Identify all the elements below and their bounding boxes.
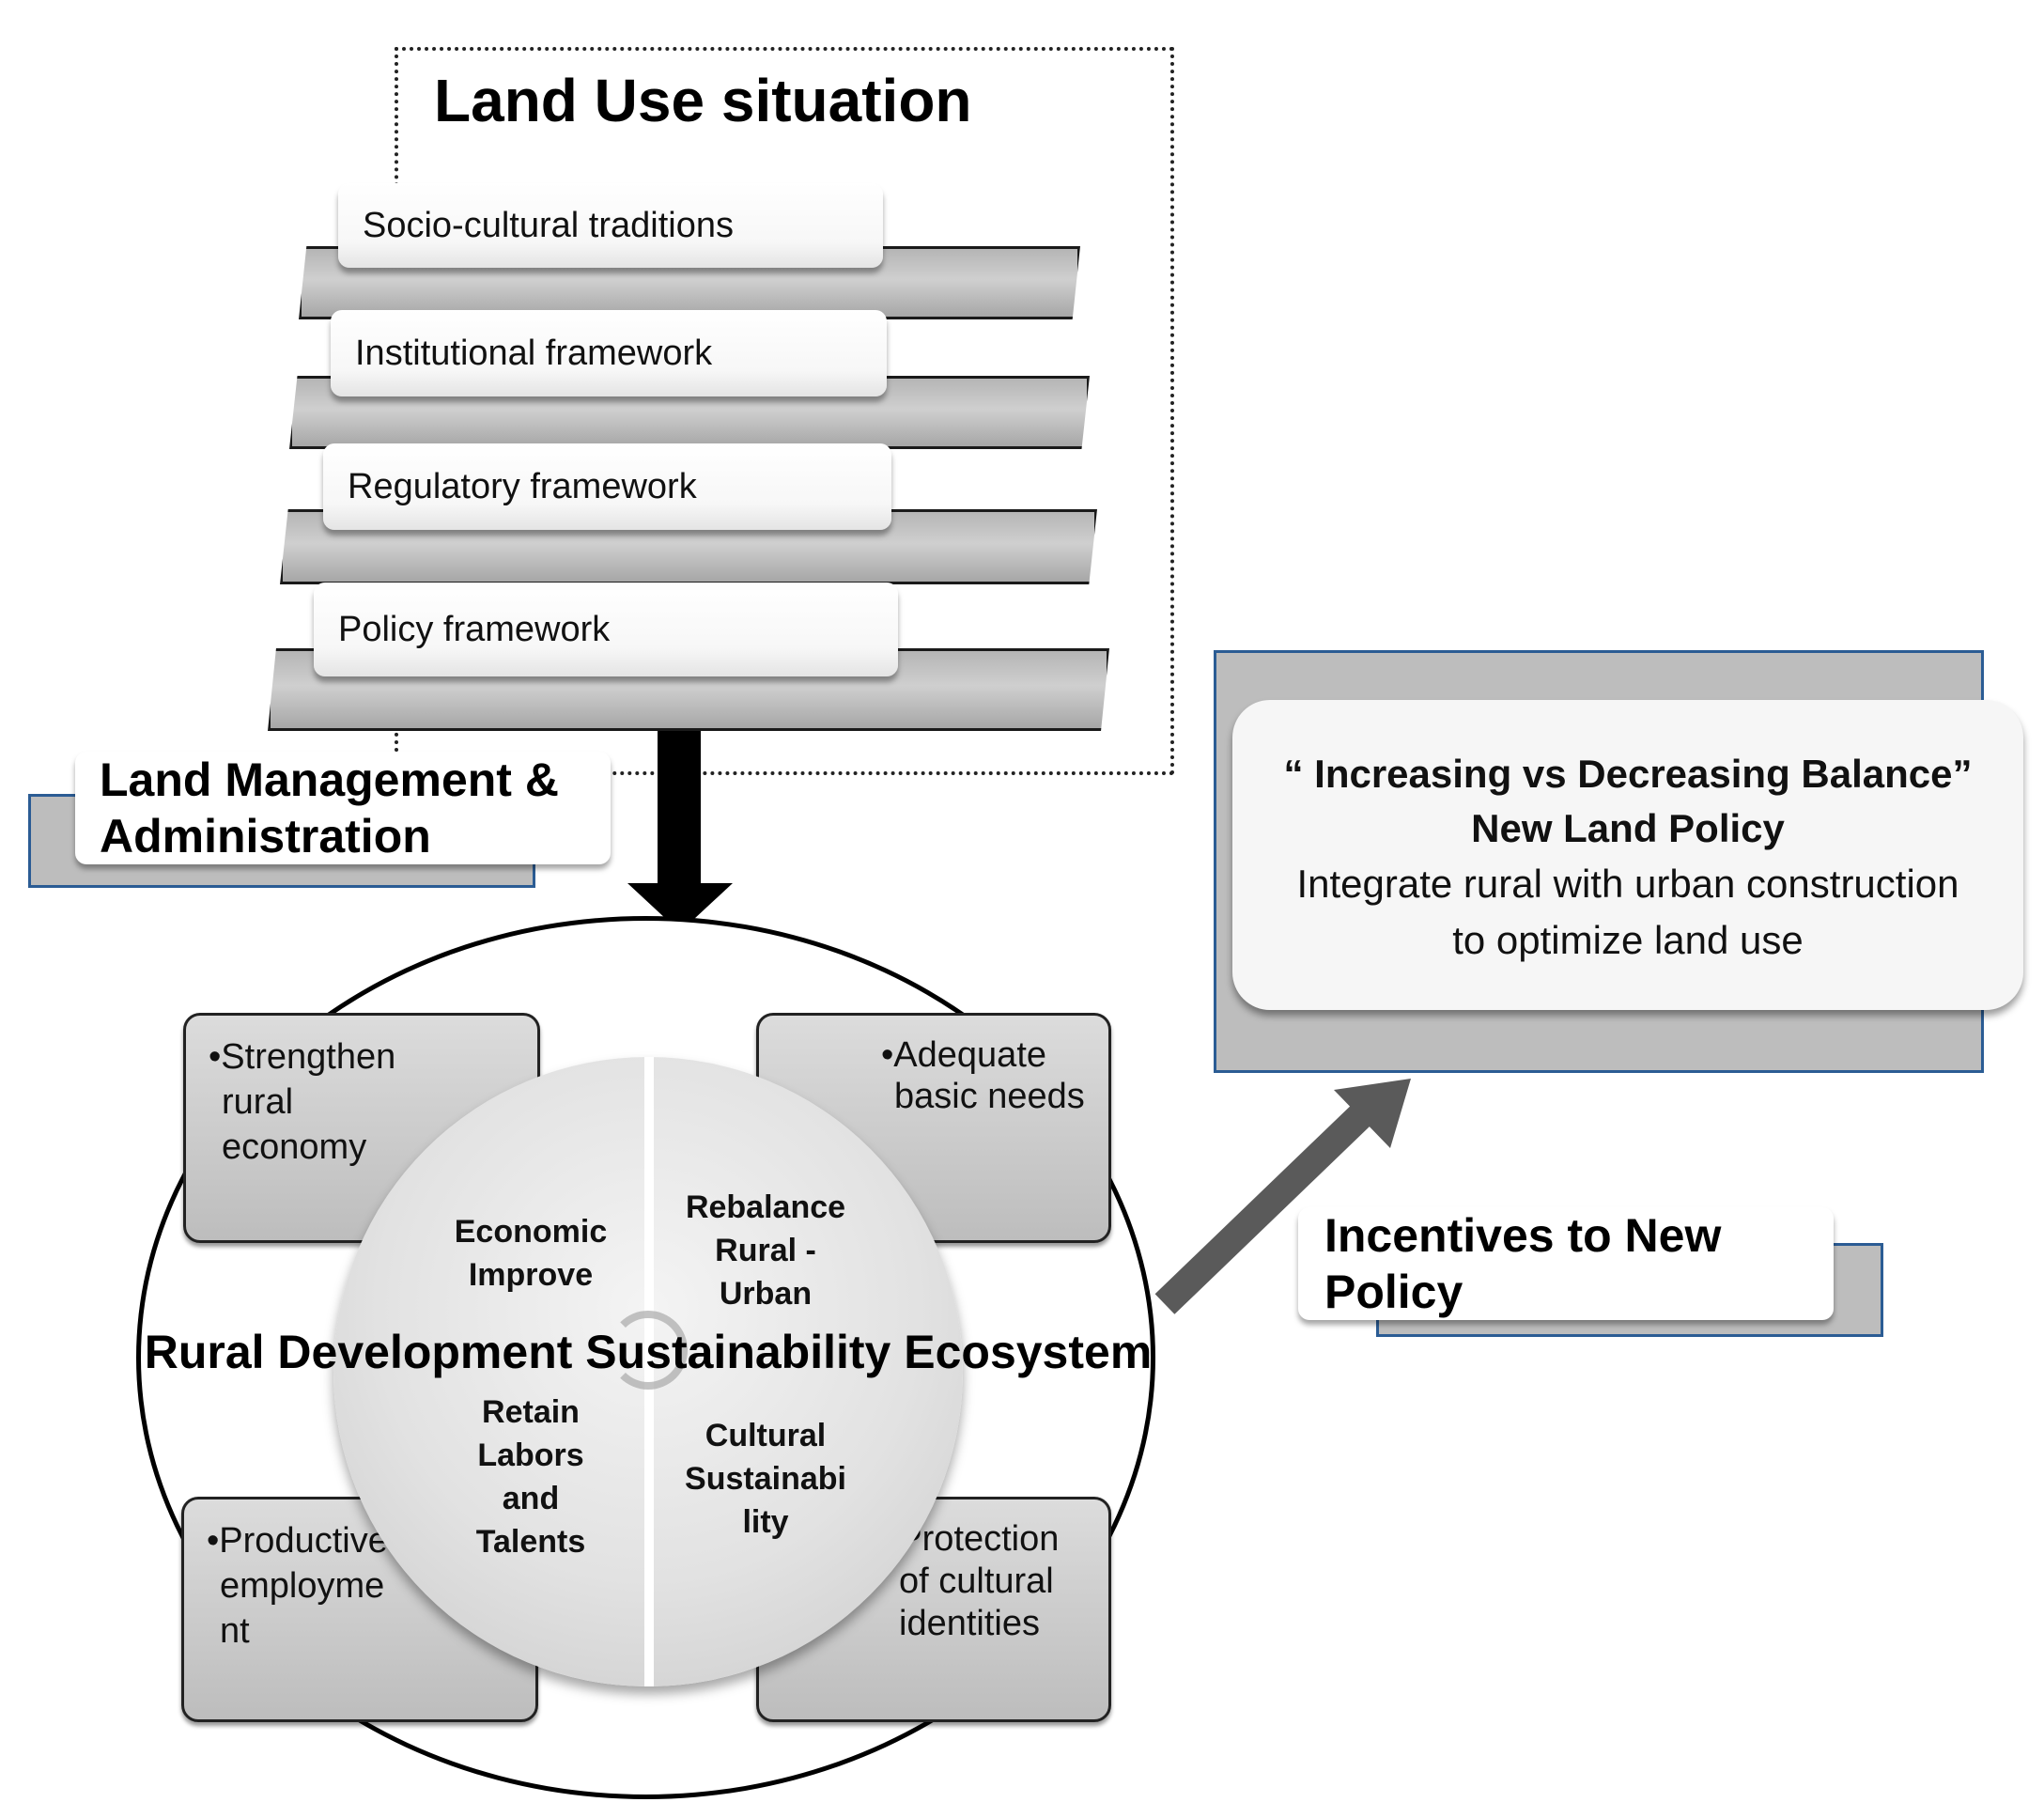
quadrant-line: Labors	[477, 1437, 584, 1473]
quadrant-line: Cultural	[705, 1418, 827, 1453]
quadrant-retain-labors-talents: Retain Labors and Talents	[418, 1391, 643, 1563]
quadrant-line: Rebalance	[685, 1189, 846, 1225]
new-policy-desc-1: Integrate rural with urban construction	[1296, 862, 1959, 906]
corner-line: •Adequate	[881, 1035, 1047, 1075]
corner-protection-cultural-identities: •Protection of cultural identities	[756, 1497, 1111, 1722]
corner-line: rural	[222, 1082, 294, 1122]
quadrant-line: Retain	[482, 1394, 580, 1430]
incentives-label: Incentives to New Policy	[1298, 1207, 1834, 1320]
layer-institutional: Institutional framework	[331, 310, 887, 396]
new-policy-slogan: “ Increasing vs Decreasing Balance”	[1283, 752, 1973, 796]
new-policy-desc-2: to optimize land use	[1452, 918, 1804, 962]
quadrant-line: Improve	[468, 1257, 594, 1293]
ecosystem-title: Rural Development Sustainability Ecosyst…	[144, 1326, 1153, 1378]
layer-policy: Policy framework	[314, 583, 898, 676]
diagonal-arrow-icon	[1334, 1079, 1411, 1148]
cycle-icon	[609, 1311, 688, 1390]
quadrant-line: Rural -	[715, 1233, 816, 1268]
quadrant-line: Urban	[719, 1276, 813, 1312]
new-policy-card: “ Increasing vs Decreasing Balance” New …	[1232, 700, 2023, 1010]
corner-line: economy	[222, 1127, 367, 1167]
incentives-line-2: Policy	[1324, 1266, 1463, 1318]
quadrant-line: lity	[742, 1504, 789, 1540]
corner-line: nt	[220, 1611, 250, 1651]
new-policy-title: New Land Policy	[1471, 806, 1785, 850]
corner-line: •Strengthen	[209, 1037, 396, 1077]
corner-line: •Productive	[207, 1521, 388, 1561]
corner-line: identities	[899, 1604, 1040, 1643]
quadrant-rebalance-rural-urban: Rebalance Rural - Urban	[658, 1186, 874, 1315]
land-management-label: Land Management & Administration	[75, 752, 611, 864]
quadrant-line: Talents	[475, 1524, 586, 1560]
layer-regulatory: Regulatory framework	[323, 443, 891, 530]
corner-line: employme	[220, 1566, 385, 1606]
quadrant-line: Sustainabi	[685, 1461, 846, 1497]
quadrant-economic-improve: Economic Improve	[413, 1210, 648, 1297]
corner-line: basic needs	[894, 1077, 1085, 1116]
corner-line: of cultural	[899, 1562, 1054, 1601]
layer-socio-cultural: Socio-cultural traditions	[338, 183, 883, 268]
land-management-line-2: Administration	[100, 810, 431, 862]
quadrant-line: and	[502, 1481, 560, 1516]
quadrant-line: Economic	[454, 1214, 608, 1250]
quadrant-cultural-sustainability: Cultural Sustainabi lity	[658, 1414, 874, 1544]
incentives-line-1: Incentives to New	[1324, 1209, 1722, 1262]
down-arrow-shaft	[658, 731, 701, 891]
land-use-title: Land Use situation	[434, 67, 972, 134]
land-management-line-1: Land Management &	[100, 754, 559, 806]
